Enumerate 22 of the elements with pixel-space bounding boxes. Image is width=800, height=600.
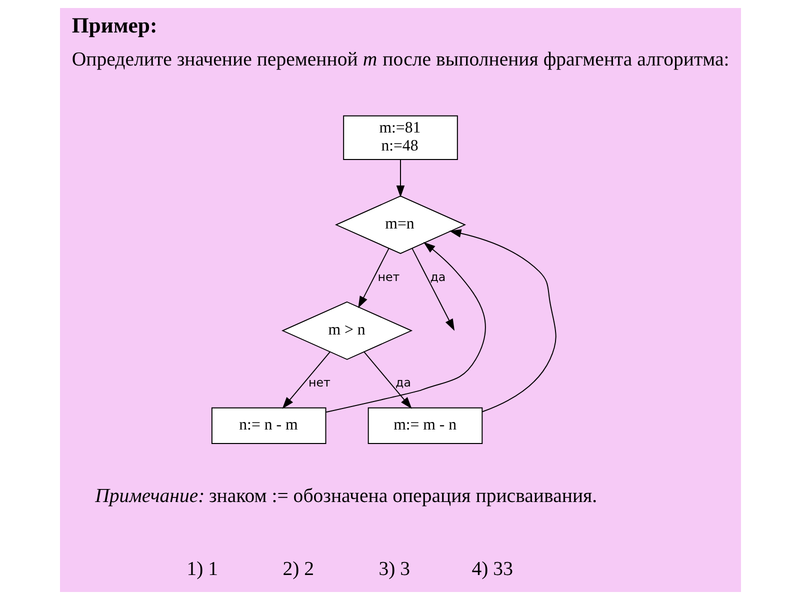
- node-diamond: m > n: [281, 301, 412, 360]
- label: 2) 2: [282, 558, 314, 580]
- edge-label: нет: [377, 270, 400, 284]
- arrow: [363, 351, 412, 409]
- arrow: [411, 248, 454, 331]
- edge-label: да: [395, 376, 411, 390]
- arrow: [325, 242, 486, 413]
- diagram-title: Пример:: [71, 13, 157, 38]
- label: 1) 1: [186, 558, 218, 580]
- arrow: [396, 159, 404, 198]
- edge-label: нет: [308, 376, 330, 390]
- label: 3) 3: [378, 558, 410, 580]
- arrow: [282, 351, 330, 409]
- node-box: n:= n - m: [210, 407, 326, 444]
- edge-label: да: [430, 270, 446, 284]
- label: 4) 33: [471, 558, 512, 580]
- arrow: [448, 229, 556, 412]
- arrow: [358, 248, 389, 308]
- node-box: m:=81 n:=48: [342, 115, 458, 160]
- label: Определите значение переменной m после выполнения фрагмента алгоритма:: [71, 48, 729, 70]
- node-box: m:= m - n: [367, 407, 482, 444]
- caption: Примечание: знаком := обозначена операция присваивания.: [94, 484, 597, 507]
